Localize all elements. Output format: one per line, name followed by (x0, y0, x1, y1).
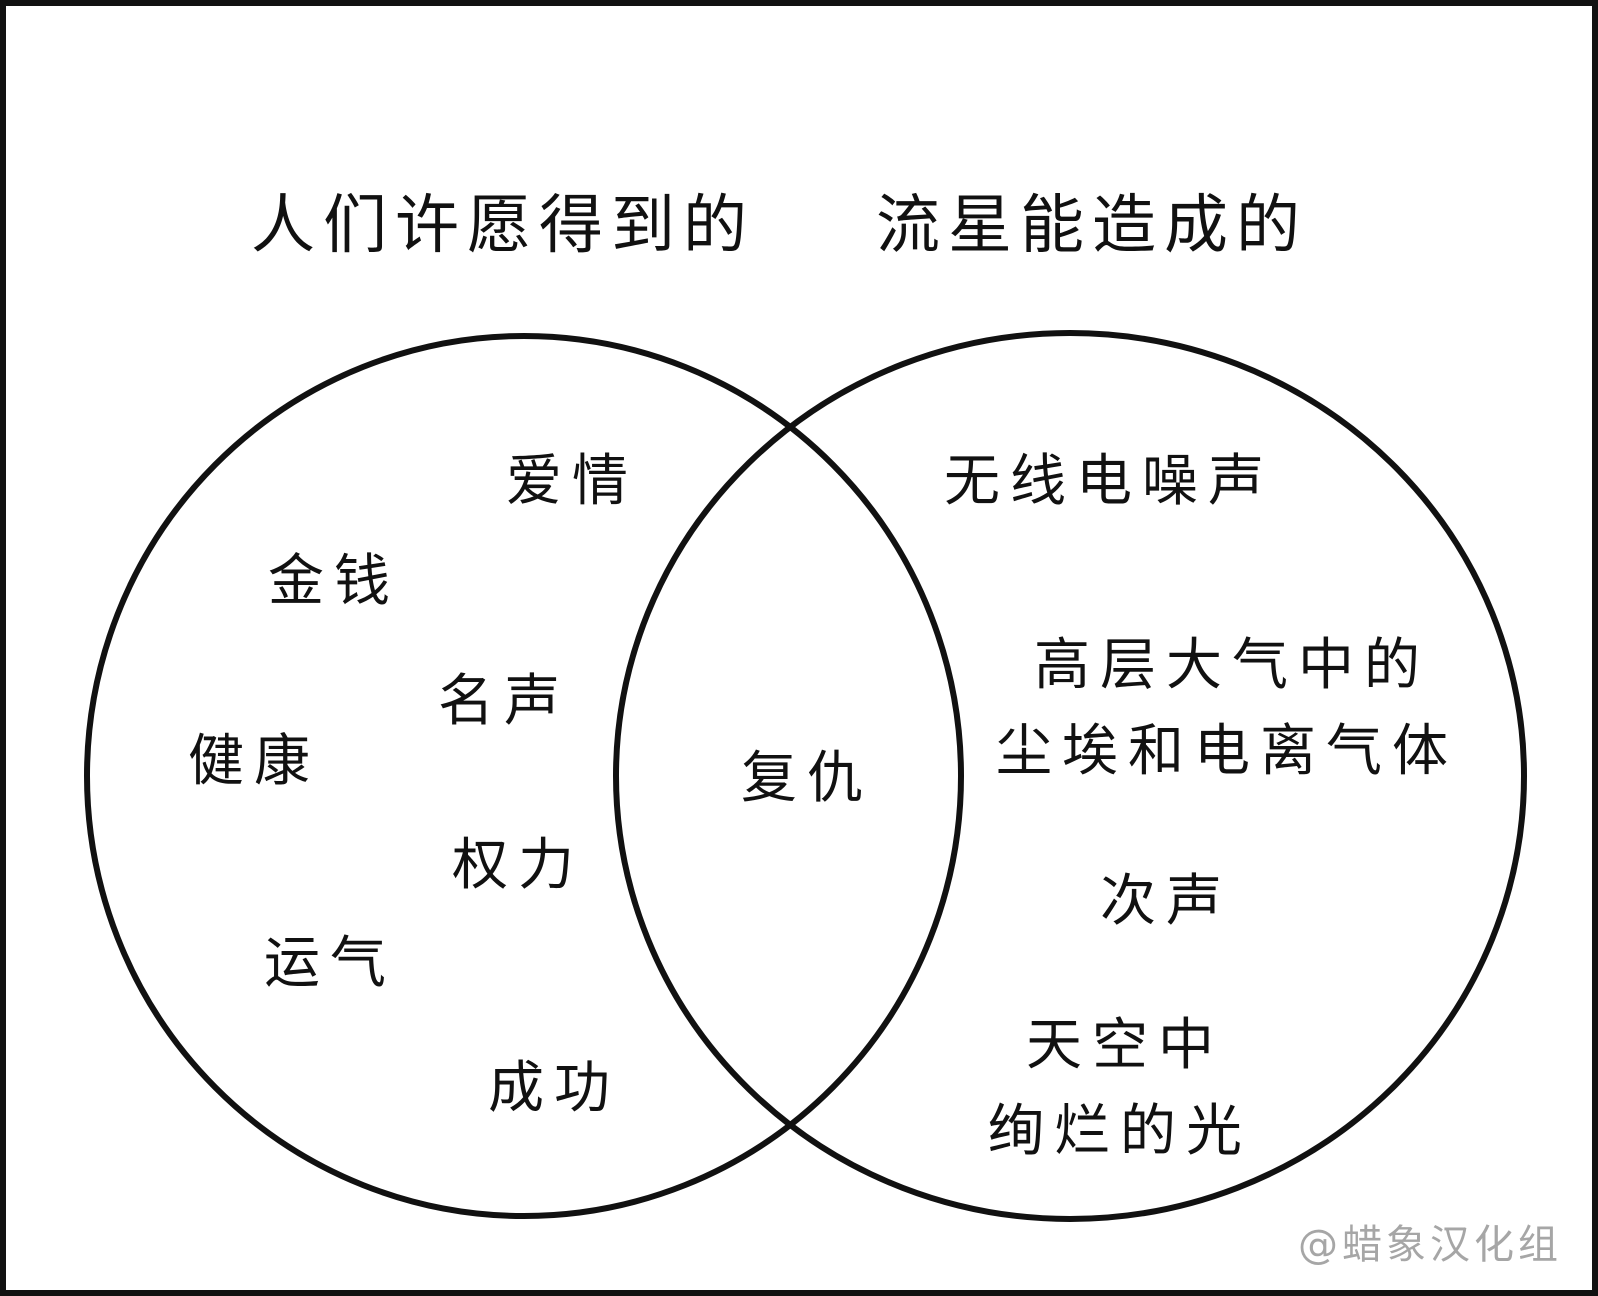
left-item-fame: 名声 (438, 669, 570, 734)
left-circle (84, 333, 964, 1219)
intersection-item-revenge: 复仇 (741, 746, 873, 811)
left-item-money: 金钱 (268, 549, 400, 614)
right-item-infrasound: 次声 (1100, 869, 1232, 934)
watermark-text: @蜡象汉化组 (1298, 1222, 1562, 1268)
left-item-power: 权力 (452, 833, 584, 898)
right-circle (613, 330, 1527, 1222)
right-item-radio-noise: 无线电噪声 (944, 449, 1274, 514)
left-item-luck: 运气 (264, 931, 396, 996)
right-set-title: 流星能造成的 (876, 189, 1308, 263)
left-item-health: 健康 (188, 729, 320, 794)
left-set-title: 人们许愿得到的 (251, 189, 755, 263)
right-item-upper-atmosphere-line1: 高层大气中的 (1034, 633, 1430, 698)
left-item-success: 成功 (488, 1056, 620, 1121)
venn-diagram (84, 330, 1527, 1222)
right-item-upper-atmosphere-line2: 尘埃和电离气体 (996, 719, 1458, 784)
right-item-sky-light-line1: 天空中 (1026, 1013, 1224, 1078)
right-item-sky-light-line2: 绚烂的光 (988, 1099, 1252, 1164)
left-item-love: 爱情 (506, 449, 638, 514)
